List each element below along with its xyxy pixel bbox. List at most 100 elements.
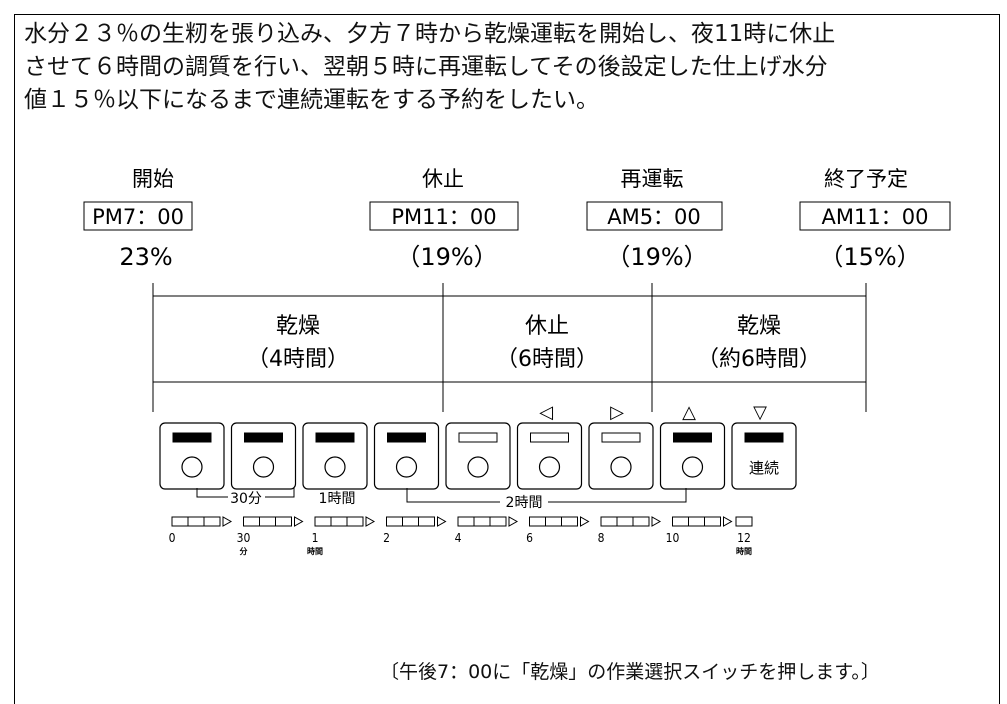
- push-button-circle-icon[interactable]: [538, 456, 561, 478]
- led-bar: [314, 516, 364, 527]
- push-button-circle-icon[interactable]: [467, 456, 489, 478]
- tick-label: 0: [169, 531, 176, 545]
- tick-label: 2: [383, 531, 390, 545]
- arrow-right-icon: ▷: [610, 402, 624, 423]
- time-box-pause: PM11：00: [369, 201, 519, 231]
- bracket-30min-left: [196, 488, 228, 498]
- led-segment-2: [243, 516, 304, 527]
- time-restart: AM5：00: [607, 205, 701, 229]
- push-button-circle-icon[interactable]: [324, 456, 346, 478]
- time-box-restart: AM5：00: [586, 201, 723, 231]
- phase-duration-drying-1: （4時間）: [247, 347, 349, 372]
- indicator-lamp-on: [315, 432, 355, 443]
- led-arrow-icon: [294, 516, 304, 527]
- led-arrow-icon: [508, 516, 519, 527]
- timer-button-3[interactable]: [302, 422, 368, 490]
- footer-note: 〔午後7：00に「乾燥」の作業選択スイッチを押します。〕: [380, 661, 880, 683]
- tick-unit-hour: 時間: [307, 546, 323, 556]
- diagram-frame: [14, 14, 1000, 704]
- timer-button-4[interactable]: [373, 422, 440, 490]
- bracket-30min-right: [265, 488, 295, 498]
- led-arrow-icon: [365, 516, 376, 527]
- phase-name-rest: 休止: [525, 314, 569, 339]
- tick-label: 12: [737, 531, 751, 545]
- time-box-start: PM7：00: [83, 201, 193, 231]
- phase-name-drying-1: 乾燥: [276, 314, 320, 339]
- push-button-circle-icon[interactable]: [252, 456, 275, 478]
- led-segment-5: [457, 516, 519, 527]
- led-bar: [386, 516, 435, 527]
- indicator-lamp-off: [530, 432, 569, 443]
- phase-duration-rest: （6時間）: [496, 347, 598, 372]
- intro-text: 水分２３％の生籾を張り込み、夕方７時から乾燥運転を開始し、夜11時に休止 させて…: [24, 18, 984, 117]
- continuous-label: 連続: [749, 459, 779, 477]
- led-bar: [243, 516, 292, 527]
- indicator-lamp-on: [744, 432, 784, 443]
- moisture-restart: （19%）: [606, 243, 707, 271]
- time-pause: PM11：00: [391, 205, 496, 229]
- indicator-lamp-off: [458, 432, 498, 443]
- led-bar: [600, 516, 650, 527]
- milestone-label-pause: 休止: [422, 167, 464, 191]
- led-arrow-icon: [723, 516, 733, 527]
- moisture-start: 23%: [119, 243, 172, 271]
- phase-name-drying-2: 乾燥: [737, 314, 781, 339]
- led-segment-4: [386, 516, 447, 527]
- led-bar: [457, 516, 507, 527]
- duration-brackets: [196, 488, 687, 503]
- milestone-label-end: 終了予定: [824, 167, 908, 191]
- tick-label: 10: [666, 531, 680, 545]
- timeline-lines: [152, 283, 867, 412]
- intro-line-2: させて６時間の調質を行い、翌朝５時に再運転してその後設定した仕上げ水分: [24, 54, 828, 80]
- timer-button-1[interactable]: [159, 422, 225, 490]
- led-segment-6: [529, 516, 590, 527]
- led-segment-1: [171, 516, 233, 527]
- timer-button-9[interactable]: 連続: [731, 422, 797, 490]
- time-start: PM7：00: [92, 205, 184, 229]
- tick-label: 30: [237, 531, 251, 545]
- moisture-end: （15%）: [819, 243, 920, 271]
- milestone-label-start: 開始: [132, 167, 174, 191]
- indicator-lamp-on: [387, 432, 426, 443]
- bracket-2h-left: [406, 488, 500, 503]
- tick-label: 8: [598, 531, 605, 545]
- tick-label: 6: [526, 531, 533, 545]
- tick-label: 1: [312, 531, 319, 545]
- tick-unit-min: 分: [240, 546, 248, 556]
- time-end: AM11：00: [822, 205, 929, 229]
- intro-line-3: 値１５％以下になるまで連続運転をする予約をしたい。: [24, 87, 599, 113]
- push-button-circle-icon[interactable]: [681, 456, 704, 478]
- push-button-circle-icon[interactable]: [610, 456, 632, 478]
- tick-label: 4: [455, 531, 462, 545]
- push-button-circle-icon[interactable]: [181, 456, 203, 478]
- timer-button-6[interactable]: [516, 422, 583, 490]
- time-box-end: AM11：00: [799, 201, 951, 231]
- timer-button-5[interactable]: [445, 422, 511, 490]
- led-arrow-icon: [651, 516, 662, 527]
- arrow-up-icon: △: [682, 402, 696, 423]
- timer-button-2[interactable]: [230, 422, 297, 490]
- timer-button-8[interactable]: [659, 422, 726, 490]
- led-end-segment: [735, 516, 753, 527]
- phase-duration-drying-2: （約6時間）: [697, 347, 821, 372]
- indicator-lamp-off: [601, 432, 641, 443]
- arrow-left-icon: ◁: [539, 402, 553, 423]
- bracket-label-30min: 30分: [230, 491, 262, 507]
- timer-button-7[interactable]: [588, 422, 654, 490]
- intro-line-1: 水分２３％の生籾を張り込み、夕方７時から乾燥運転を開始し、夜11時に休止: [24, 21, 836, 47]
- milestone-label-restart: 再運転: [621, 167, 684, 191]
- led-bar: [529, 516, 578, 527]
- arrow-down-icon: ▽: [753, 402, 767, 423]
- led-arrow-icon: [437, 516, 447, 527]
- indicator-lamp-on: [172, 432, 212, 443]
- bracket-2h-right: [548, 488, 687, 503]
- led-bar: [171, 516, 221, 527]
- indicator-lamp-on: [244, 432, 283, 443]
- push-button-circle-icon[interactable]: [395, 456, 418, 478]
- led-segment-8: [672, 516, 733, 527]
- led-progress-strip: [171, 516, 753, 527]
- timer-button-row: 連続: [159, 422, 797, 490]
- bracket-label-2h: 2時間: [506, 495, 543, 511]
